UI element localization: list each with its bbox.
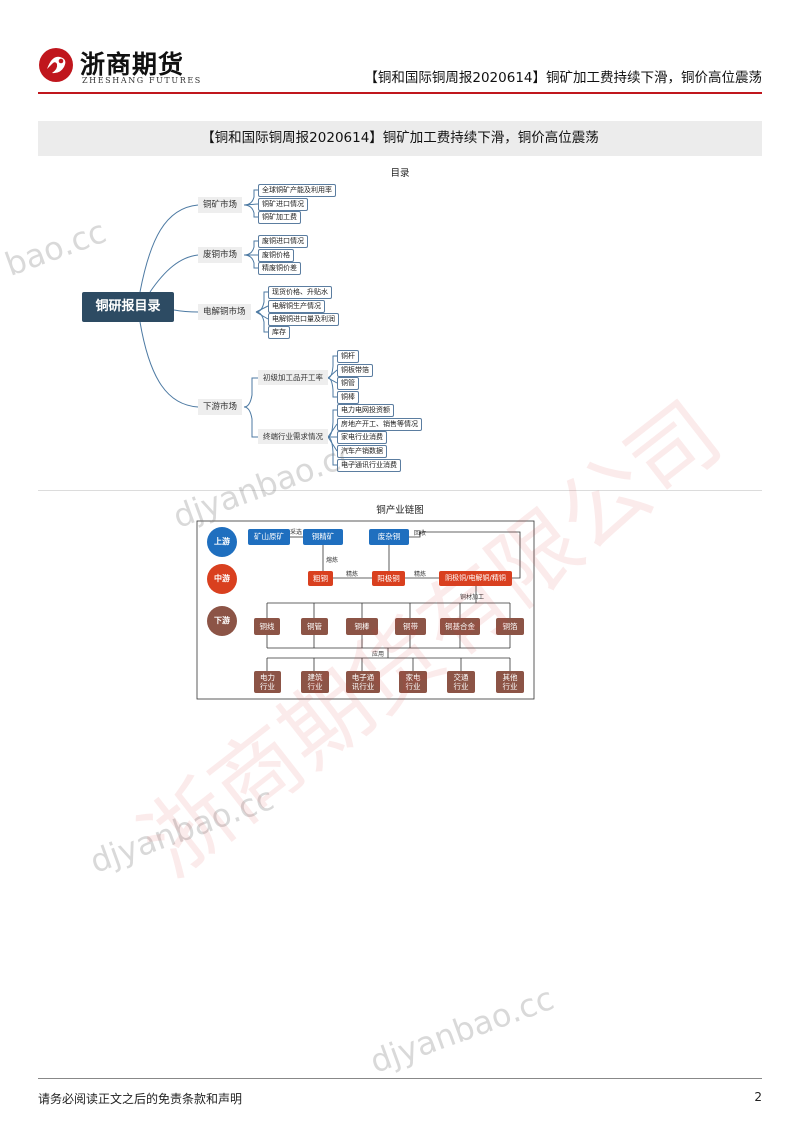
industry-transport: 交通 行业 <box>447 671 475 693</box>
node-blister-copper: 粗铜 <box>308 571 333 586</box>
watermark-site: djyanbao.cc <box>365 979 559 1081</box>
edge-label-refine2: 精炼 <box>414 571 427 578</box>
leaf-item: 家电行业消费 <box>337 431 387 444</box>
branch-electrolytic-copper: 电解铜市场 <box>198 304 251 320</box>
node-scrap-copper: 废杂铜 <box>369 529 409 545</box>
stage-downstream: 下游 <box>207 606 237 636</box>
leaf-item: 电解铜生产情况 <box>268 300 325 313</box>
edge-label-smelt: 熔炼 <box>326 557 339 564</box>
edge-label-apply: 应用 <box>372 651 385 658</box>
edge-label-refine1: 精炼 <box>346 571 359 578</box>
chain-title: 铜产业链图 <box>376 505 424 516</box>
product-copper-wire: 铜线 <box>254 618 280 635</box>
company-logo-icon <box>39 48 73 82</box>
leaf-item: 精废铜价差 <box>258 262 301 275</box>
industry-other: 其他 行业 <box>496 671 524 693</box>
company-name-cn: 浙商期货 <box>80 50 185 79</box>
branch-scrap-copper: 废铜市场 <box>198 247 243 263</box>
leaf-item: 铜管 <box>337 377 359 390</box>
edge-label-process: 铜材加工 <box>460 594 485 601</box>
node-raw-ore: 矿山原矿 <box>248 529 290 545</box>
mindmap-connectors <box>139 189 338 466</box>
leaf-item: 铜矿加工费 <box>258 211 301 224</box>
industry-power: 电力 行业 <box>254 671 281 693</box>
mindmap-root: 铜研报目录 <box>82 292 174 322</box>
sub-branch-terminal-demand: 终端行业需求情况 <box>258 429 328 444</box>
industry-construction: 建筑 行业 <box>301 671 329 693</box>
node-cathode-copper: 阴极铜/电解铜/精铜 <box>439 571 512 586</box>
product-copper-foil: 铜箔 <box>496 618 524 635</box>
branch-downstream: 下游市场 <box>198 399 243 415</box>
footer-disclaimer: 请务必阅读正文之后的免责条款和声明 <box>38 1092 243 1106</box>
leaf-item: 全球铜矿产能及利用率 <box>258 184 336 197</box>
leaf-item: 库存 <box>268 326 290 339</box>
footer-divider <box>38 1078 762 1079</box>
chain-connectors <box>196 520 535 700</box>
branch-copper-ore: 铜矿市场 <box>198 197 243 213</box>
leaf-item: 废铜进口情况 <box>258 235 308 248</box>
product-copper-tube: 铜管 <box>301 618 328 635</box>
company-name-en: ZHESHANG FUTURES <box>82 76 202 85</box>
product-copper-alloy: 铜基合金 <box>440 618 480 635</box>
leaf-item: 铜杆 <box>337 350 359 363</box>
leaf-item: 电子通讯行业消费 <box>337 459 401 472</box>
leaf-item: 现货价格、升贴水 <box>268 286 332 299</box>
sub-branch-processing: 初级加工品开工率 <box>258 370 328 385</box>
industry-appliances: 家电 行业 <box>399 671 427 693</box>
stage-midstream: 中游 <box>207 564 237 594</box>
product-copper-strip: 铜带 <box>395 618 426 635</box>
header-divider <box>38 92 762 94</box>
mindmap-title: 目录 <box>390 168 410 179</box>
leaf-item: 电解铜进口量及利润 <box>268 313 339 326</box>
leaf-item: 铜矿进口情况 <box>258 198 308 211</box>
edge-label-recycle: 回收 <box>414 530 427 537</box>
section-divider <box>38 490 762 491</box>
leaf-item: 铜棒 <box>337 391 359 404</box>
leaf-item: 汽车产销数据 <box>337 445 387 458</box>
leaf-item: 铜板带箔 <box>337 364 373 377</box>
product-copper-rod: 铜棒 <box>346 618 378 635</box>
leaf-item: 废铜价格 <box>258 249 294 262</box>
leaf-item: 房地产开工、销售等情况 <box>337 418 422 431</box>
leaf-item: 电力电网投资额 <box>337 404 394 417</box>
edge-label-mining: 采选 <box>290 529 303 536</box>
industry-electronics: 电子通 讯行业 <box>346 671 380 693</box>
node-copper-concentrate: 铜精矿 <box>303 529 343 545</box>
report-title-banner: 【铜和国际铜周报2020614】铜矿加工费持续下滑，铜价高位震荡 <box>38 121 762 156</box>
page-number: 2 <box>754 1090 762 1104</box>
header-report-title: 【铜和国际铜周报2020614】铜矿加工费持续下滑，铜价高位震荡 <box>364 70 762 86</box>
stage-upstream: 上游 <box>207 527 237 557</box>
banner-title: 【铜和国际铜周报2020614】铜矿加工费持续下滑，铜价高位震荡 <box>201 130 599 146</box>
node-anode-copper: 阳极铜 <box>372 571 405 586</box>
